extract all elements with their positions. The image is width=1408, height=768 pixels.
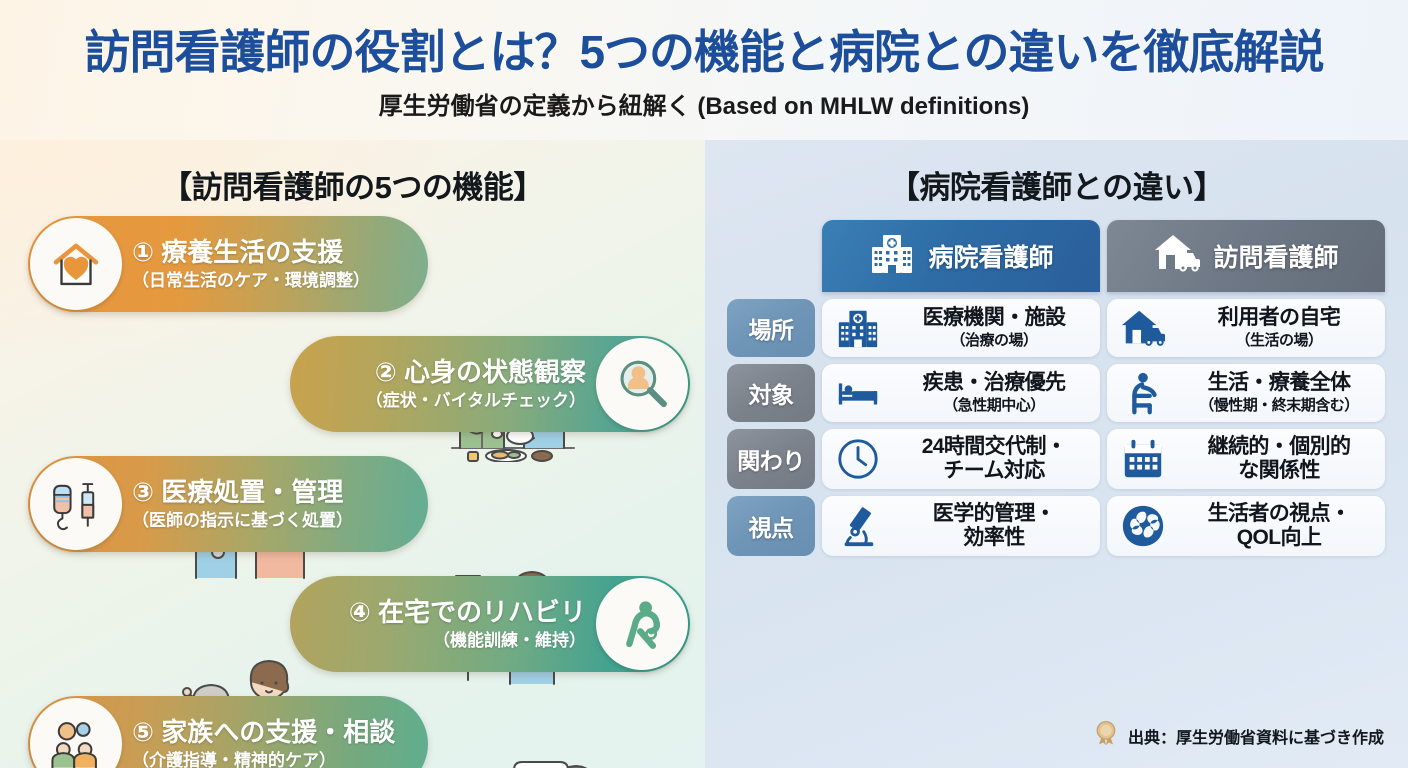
right-panel-comparison: 【病院看護師との違い】 bbox=[705, 140, 1408, 768]
medal-icon bbox=[1092, 719, 1120, 752]
function-item-1-title: ① 療養生活の支援 bbox=[132, 236, 344, 267]
family-talk-icon bbox=[30, 698, 122, 768]
hospital-icon bbox=[830, 305, 886, 351]
function-item-2-title: ② 心身の状態観察 bbox=[374, 356, 586, 387]
illustration-family-consultation bbox=[452, 752, 612, 768]
cell-involvement-visiting-main: 継続的・個別的 bbox=[1207, 435, 1351, 458]
table-row: 視点 医学的管理・ 効率性 bbox=[727, 495, 1385, 556]
right-panel-heading: 【病院看護師との違い】 bbox=[888, 170, 1225, 205]
cell-viewpoint-visiting-sub: QOL向上 bbox=[1236, 525, 1322, 549]
function-item-3[interactable]: ③ 医療処置・管理 （医師の指示に基づく処置） bbox=[28, 456, 428, 552]
cell-viewpoint-visiting-main: 生活者の視点・ bbox=[1207, 501, 1351, 525]
column-header-hospital-nurse: 病院看護師 bbox=[822, 220, 1100, 292]
hospital-bed-icon bbox=[830, 370, 886, 416]
function-item-5-sub: （介護指導・精神的ケア） bbox=[132, 751, 336, 768]
page-title: 訪問看護師の役割とは？5つの機能と病院との違いを徹底解説 bbox=[84, 26, 1324, 78]
function-item-5-title: ⑤ 家族への支援・相談 bbox=[132, 716, 396, 747]
function-item-1[interactable]: ① 療養生活の支援 （日常生活のケア・環境調整） bbox=[28, 216, 428, 312]
function-item-4-sub: （機能訓練・維持） bbox=[433, 631, 586, 651]
calendar-icon bbox=[1115, 436, 1171, 482]
column-header-visiting-label: 訪問看護師 bbox=[1213, 244, 1339, 272]
cell-place-hospital: 医療機関・施設 （治療の場） bbox=[822, 299, 1100, 357]
table-row: 関わり 24時間交代制・ チーム対応 bbox=[727, 429, 1385, 489]
stretching-person-icon bbox=[596, 578, 688, 670]
cell-viewpoint-visiting: 生活者の視点・ QOL向上 bbox=[1107, 495, 1385, 556]
cell-target-visiting: 生活・療養全体 （慢性期・終末期含む） bbox=[1107, 364, 1385, 422]
table-row: 場所 bbox=[727, 299, 1385, 357]
function-item-5[interactable]: ⑤ 家族への支援・相談 （介護指導・精神的ケア） bbox=[28, 696, 428, 768]
spiral-icon bbox=[1115, 503, 1171, 549]
column-header-hospital-label: 病院看護師 bbox=[928, 244, 1054, 272]
function-item-2[interactable]: ② 心身の状態観察 （症状・バイタルチェック） bbox=[290, 336, 690, 432]
function-item-2-sub: （症状・バイタルチェック） bbox=[365, 391, 586, 411]
cell-target-hospital-main: 疾患・治療優先 bbox=[922, 371, 1066, 395]
table-header-row: 病院看護師 訪問看護師 bbox=[727, 220, 1385, 292]
header-banner: 訪問看護師の役割とは？5つの機能と病院との違いを徹底解説 厚生労働省の定義から紐… bbox=[0, 0, 1408, 140]
left-panel-heading: 【訪問看護師の5つの機能】 bbox=[161, 170, 544, 205]
source-note: 出典：厚生労働省資料に基づき作成 bbox=[1092, 719, 1384, 752]
microscope-icon bbox=[830, 503, 886, 549]
cell-place-hospital-sub: （治療の場） bbox=[950, 332, 1038, 350]
hospital-icon bbox=[868, 229, 916, 284]
function-item-4[interactable]: ④ 在宅でのリハビリ （機能訓練・維持） bbox=[290, 576, 690, 672]
iv-syringe-icon bbox=[30, 458, 122, 550]
cell-viewpoint-hospital: 医学的管理・ 効率性 bbox=[822, 495, 1100, 556]
cell-involvement-visiting: 継続的・個別的 な関係性 bbox=[1107, 429, 1385, 489]
comparison-table: 病院看護師 訪問看護師 bbox=[727, 220, 1385, 563]
magnifier-person-icon bbox=[596, 338, 688, 430]
cell-place-visiting-sub: （生活の場） bbox=[1235, 332, 1323, 350]
page-subtitle: 厚生労働省の定義から紐解く (Based on MHLW definitions… bbox=[378, 93, 1030, 120]
cell-involvement-visiting-sub: な関係性 bbox=[1238, 458, 1320, 482]
cell-place-visiting: 利用者の自宅 （生活の場） bbox=[1107, 299, 1385, 357]
cell-target-visiting-sub: （慢性期・終末期含む） bbox=[1199, 397, 1359, 415]
cell-viewpoint-hospital-sub: 効率性 bbox=[963, 525, 1025, 549]
seated-person-icon bbox=[1115, 370, 1171, 416]
house-heart-icon bbox=[30, 218, 122, 310]
table-row: 対象 疾患・治療優先 （急性期中心） bbox=[727, 364, 1385, 422]
home-car-icon bbox=[1115, 305, 1171, 351]
cell-involvement-hospital-sub: チーム対応 bbox=[943, 458, 1045, 482]
row-label-involvement: 関わり bbox=[727, 429, 815, 489]
row-label-viewpoint: 視点 bbox=[727, 495, 815, 556]
cell-viewpoint-hospital-main: 医学的管理・ bbox=[932, 501, 1056, 525]
source-note-text: 出典：厚生労働省資料に基づき作成 bbox=[1127, 729, 1384, 747]
clock-icon bbox=[830, 436, 886, 482]
cell-target-hospital-sub: （急性期中心） bbox=[943, 397, 1045, 415]
left-panel-five-functions: 【訪問看護師の5つの機能】 bbox=[0, 140, 705, 768]
cell-target-hospital: 疾患・治療優先 （急性期中心） bbox=[822, 364, 1100, 422]
cell-target-visiting-main: 生活・療養全体 bbox=[1207, 371, 1351, 395]
function-item-1-sub: （日常生活のケア・環境調整） bbox=[132, 271, 370, 291]
cell-involvement-hospital: 24時間交代制・ チーム対応 bbox=[822, 429, 1100, 489]
function-item-4-title: ④ 在宅でのリハビリ bbox=[348, 596, 586, 627]
row-label-place: 場所 bbox=[727, 299, 815, 357]
column-header-visiting-nurse: 訪問看護師 bbox=[1107, 220, 1385, 292]
cell-involvement-hospital-main: 24時間交代制・ bbox=[921, 435, 1067, 458]
row-label-target: 対象 bbox=[727, 364, 815, 422]
function-item-3-sub: （医師の指示に基づく処置） bbox=[132, 511, 353, 531]
cell-place-visiting-main: 利用者の自宅 bbox=[1217, 306, 1341, 330]
home-car-icon bbox=[1153, 229, 1201, 284]
function-item-3-title: ③ 医療処置・管理 bbox=[132, 476, 344, 507]
cell-place-hospital-main: 医療機関・施設 bbox=[922, 306, 1066, 330]
